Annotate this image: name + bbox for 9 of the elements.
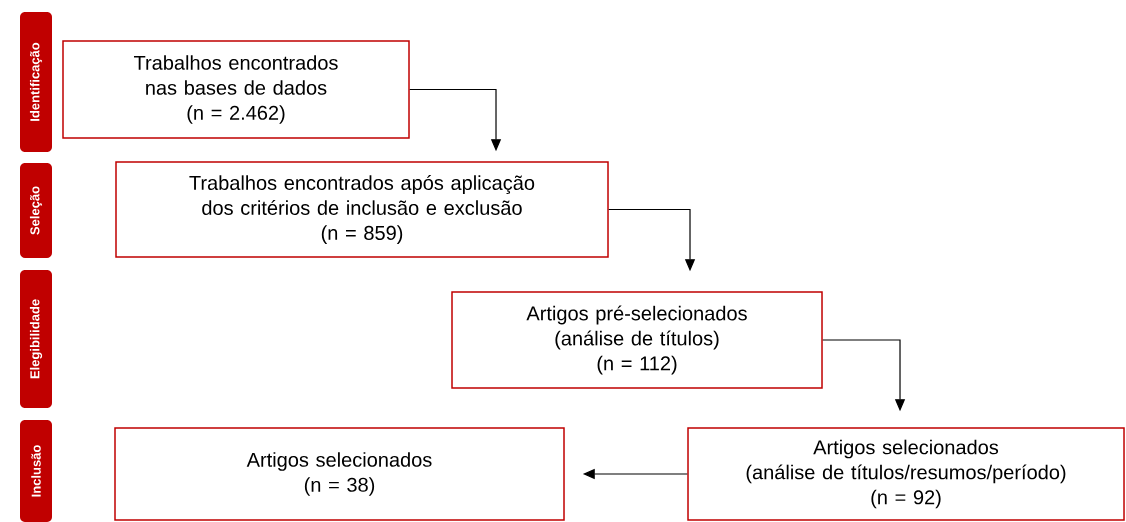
stage-tab: Elegibilidade: [20, 270, 52, 408]
process-box: Trabalhos encontrados nas bases de dados (n = 2.462): [62, 40, 410, 139]
process-box: Trabalhos encontrados após aplicação dos critérios de inclusão e exclusão (n = 859): [115, 161, 609, 258]
stage-tab: Inclusão: [20, 420, 52, 522]
stage-tab: Seleção: [20, 163, 52, 258]
process-box: Artigos selecionados (n = 38): [114, 427, 565, 521]
process-box: Artigos selecionados (análise de títulos/resumos/período) (n = 92): [687, 427, 1125, 521]
stage-tab: Identificação: [20, 12, 52, 152]
process-box: Artigos pré-selecionados (análise de títulos) (n = 112): [451, 291, 823, 389]
